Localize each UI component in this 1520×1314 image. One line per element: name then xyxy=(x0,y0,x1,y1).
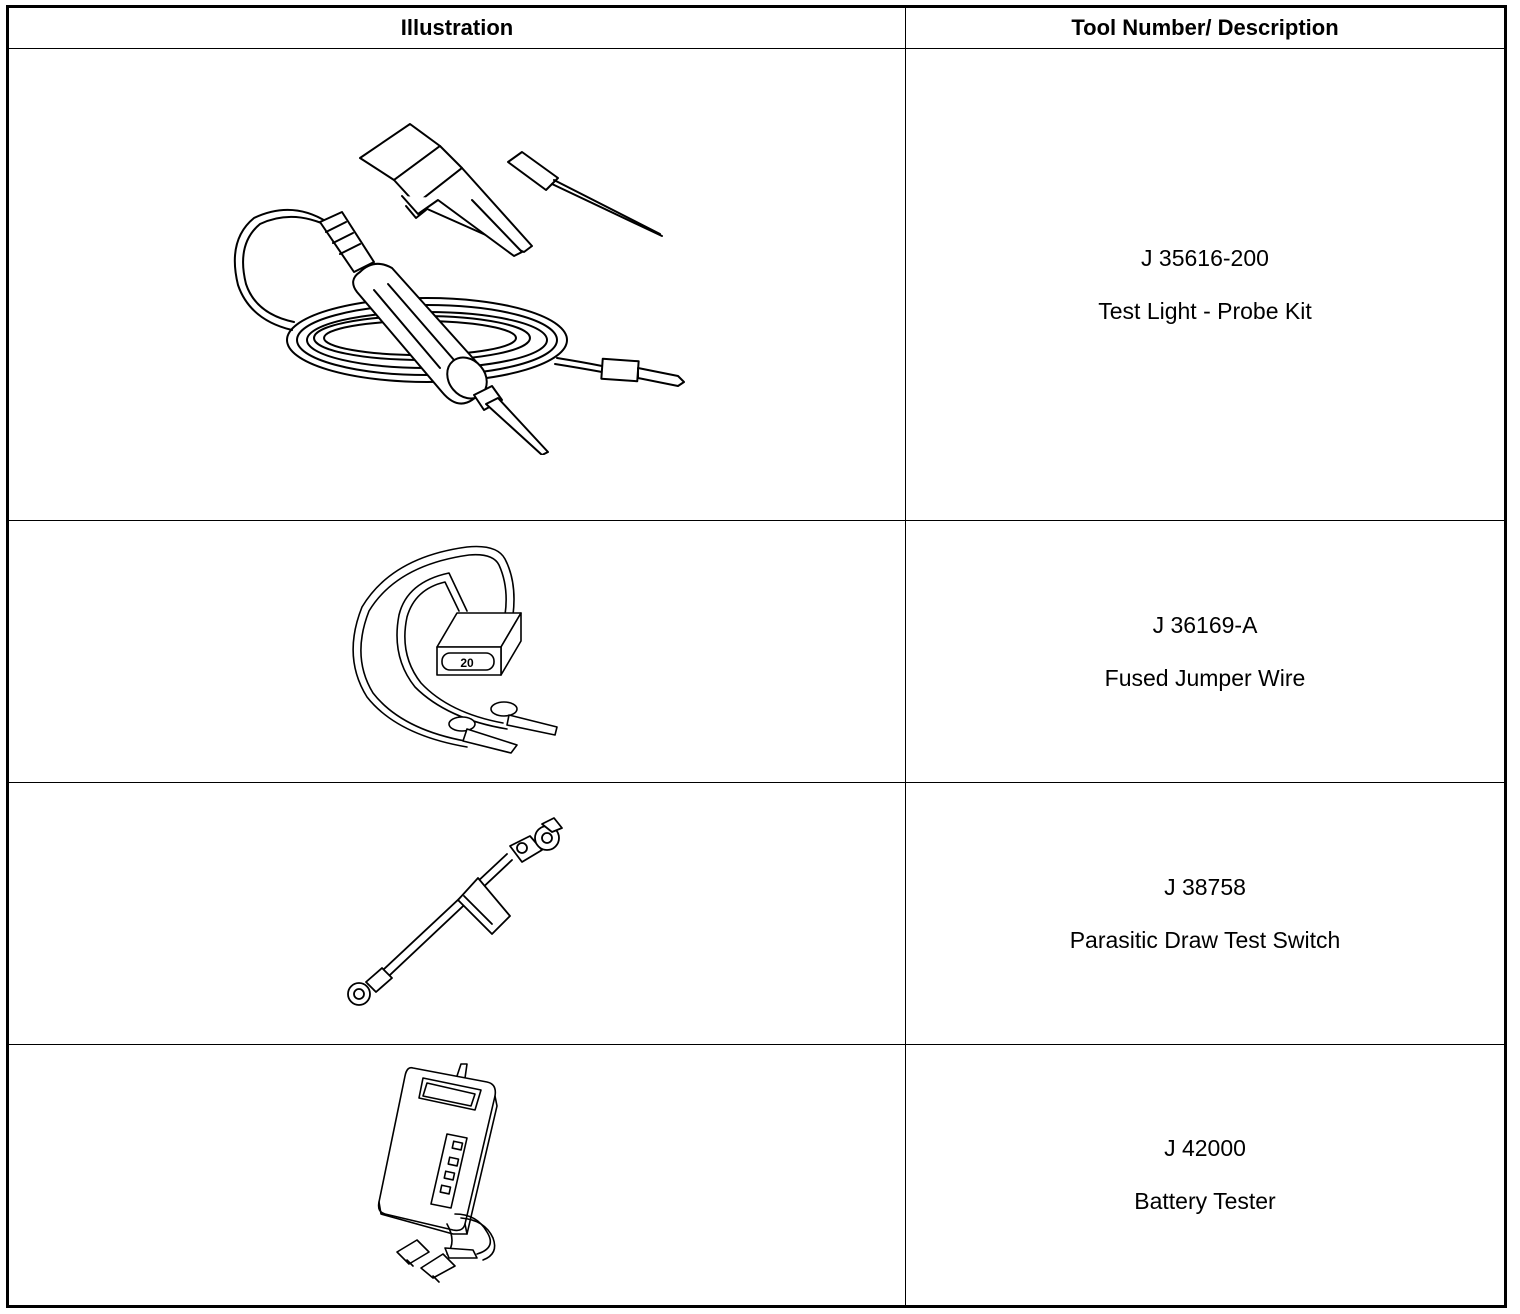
tool-cell: J 38758 Parasitic Draw Test Switch xyxy=(905,782,1506,1045)
table-row: 20 J 36169-A Fused Jumper Wire xyxy=(7,520,1506,783)
fused-jumper-wire-illustration: 20 xyxy=(347,542,567,762)
illustration-cell xyxy=(7,1044,906,1307)
tool-description: Fused Jumper Wire xyxy=(1104,664,1306,691)
battery-tester-illustration xyxy=(372,1060,542,1290)
tool-description: Parasitic Draw Test Switch xyxy=(1069,926,1341,953)
tool-number: J 36169-A xyxy=(1152,611,1258,638)
tool-description: Test Light - Probe Kit xyxy=(1098,297,1312,324)
special-tools-table: Illustration Tool Number/ Description xyxy=(6,5,1507,1308)
table-row: J 38758 Parasitic Draw Test Switch xyxy=(7,782,1506,1045)
tool-number: J 42000 xyxy=(1164,1135,1246,1161)
tool-cell: J 42000 Battery Tester xyxy=(905,1044,1506,1307)
table-row: J 35616-200 Test Light - Probe Kit xyxy=(7,48,1506,521)
tool-number: J 38758 xyxy=(1164,873,1246,900)
header-tool-number-description: Tool Number/ Description xyxy=(905,6,1506,49)
table-row: J 42000 Battery Tester xyxy=(7,1044,1506,1307)
illustration-cell: 20 xyxy=(7,520,906,783)
header-illustration: Illustration xyxy=(7,6,906,49)
header-row: Illustration Tool Number/ Description xyxy=(7,6,1506,49)
tool-number: J 35616-200 xyxy=(1141,244,1269,271)
tool-cell: J 35616-200 Test Light - Probe Kit xyxy=(905,48,1506,521)
fuse-rating-label: 20 xyxy=(460,656,474,670)
illustration-cell xyxy=(7,48,906,521)
tool-cell: J 36169-A Fused Jumper Wire xyxy=(905,520,1506,783)
test-light-probe-kit-illustration xyxy=(222,115,692,455)
illustration-cell xyxy=(7,782,906,1045)
tool-description: Battery Tester xyxy=(1134,1188,1276,1214)
parasitic-draw-test-switch-illustration xyxy=(342,814,572,1014)
